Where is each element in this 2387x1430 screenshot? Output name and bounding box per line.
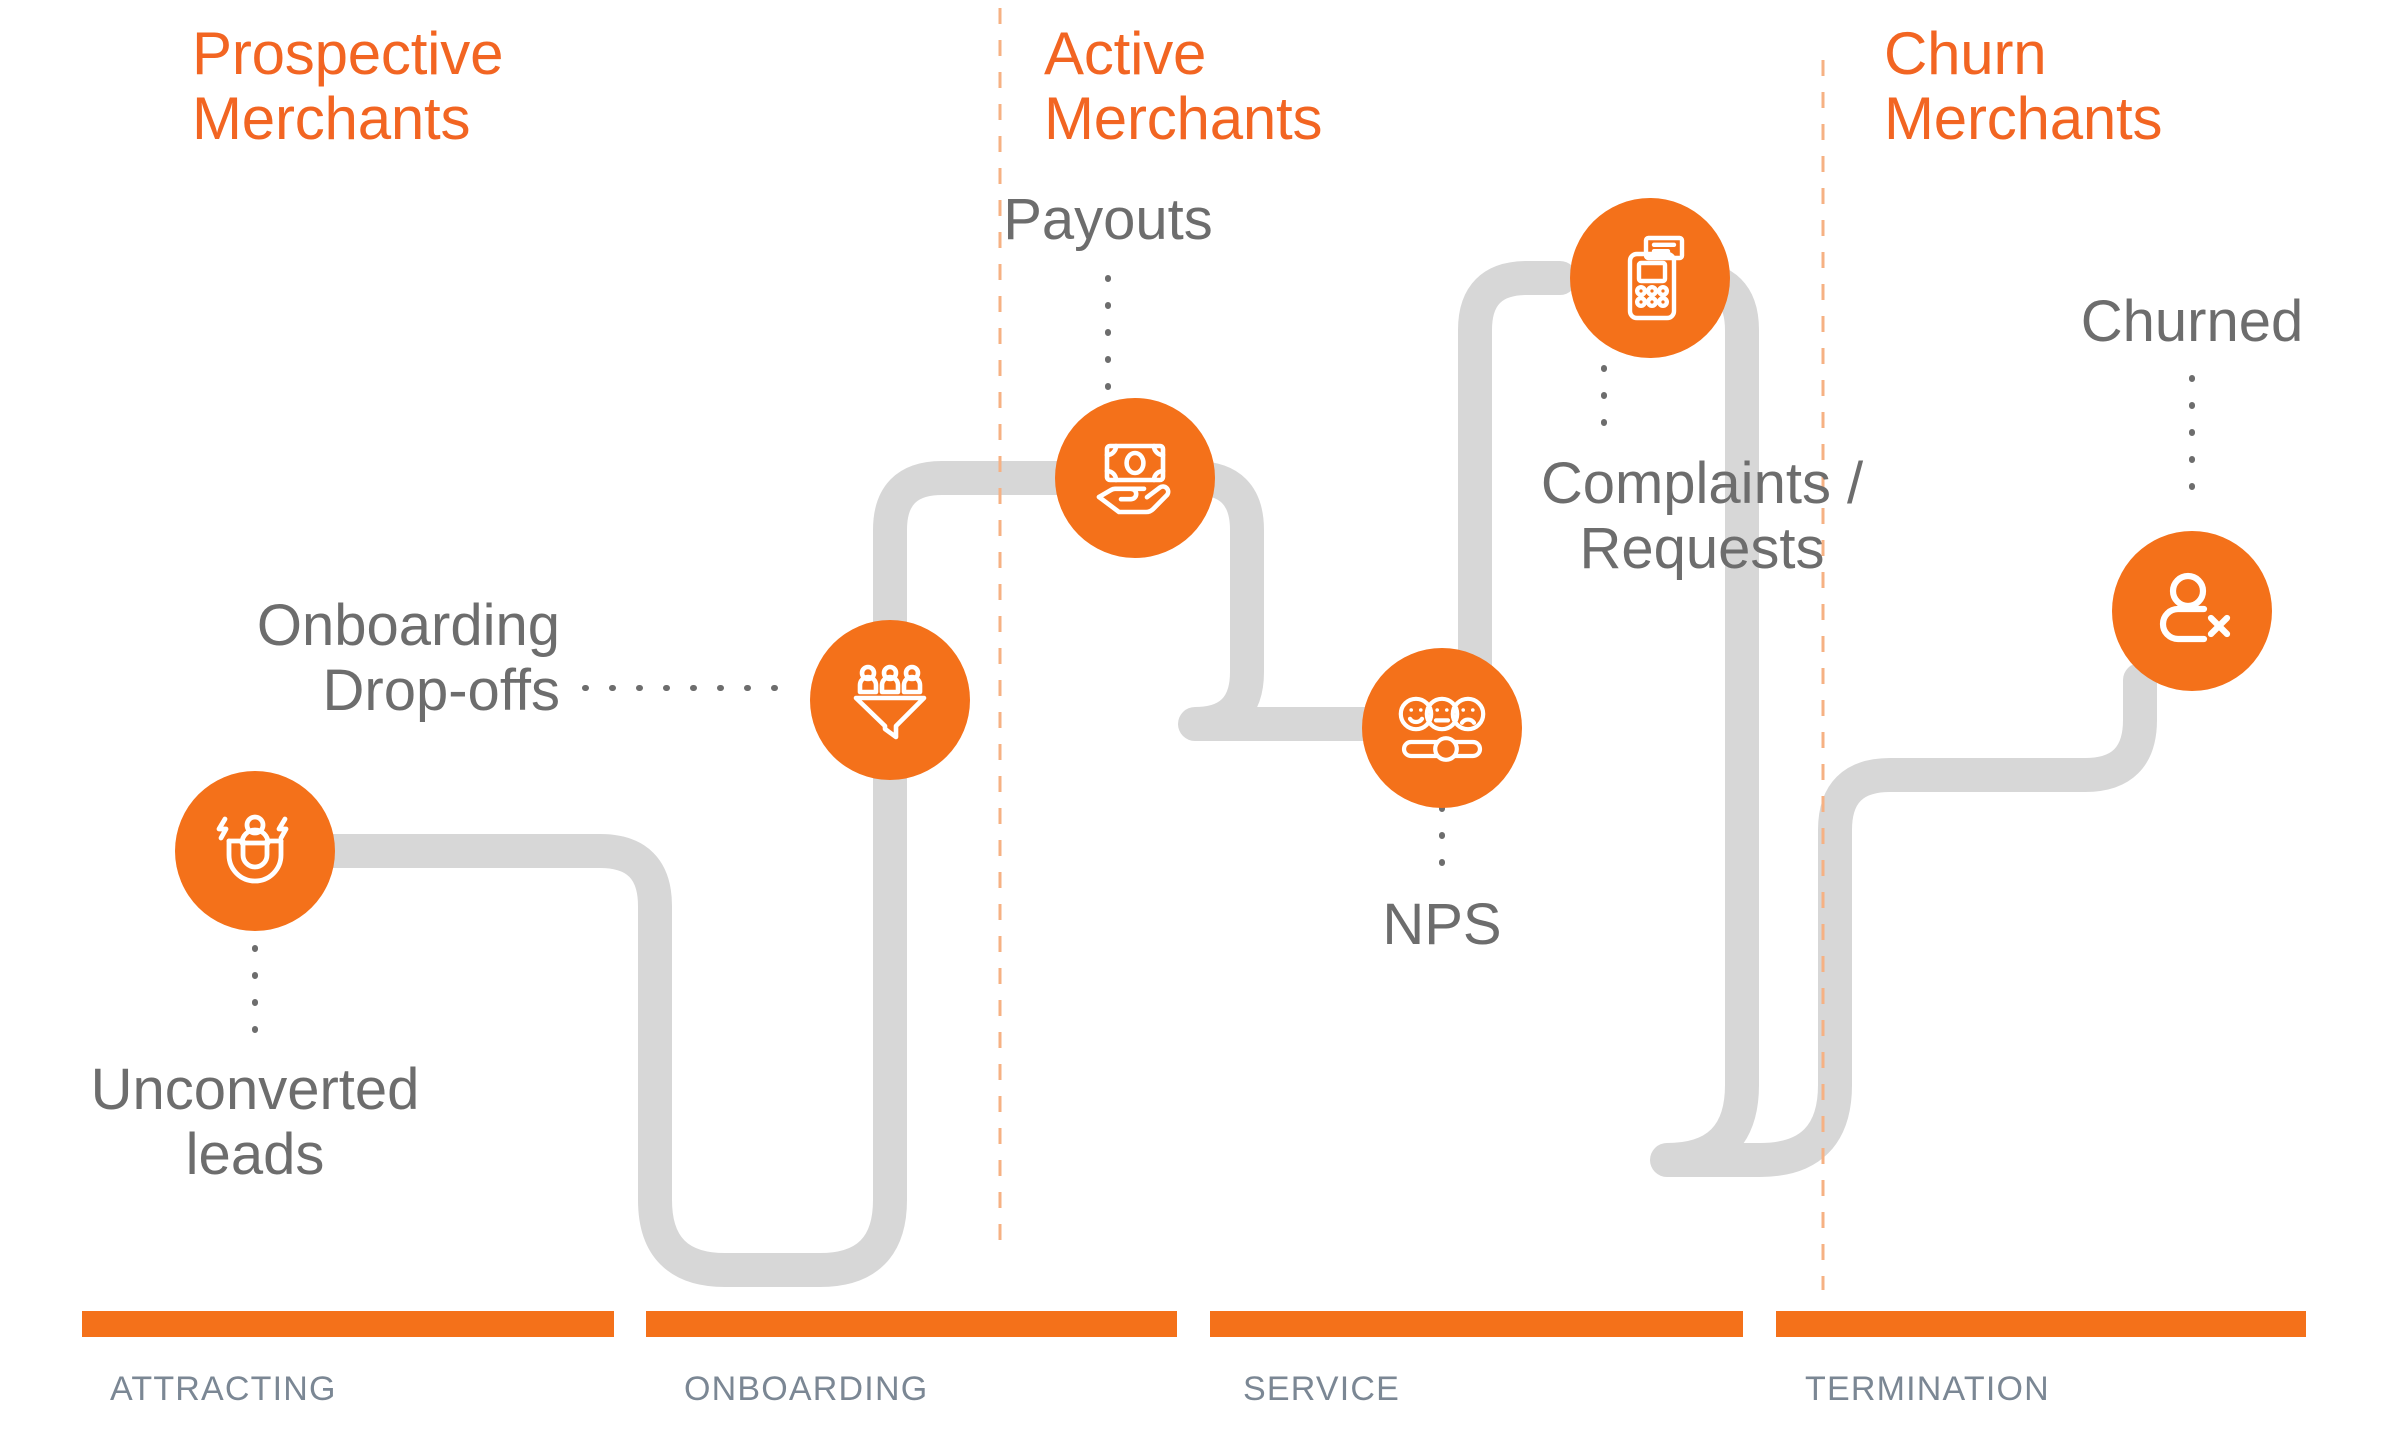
stage-bar-termination bbox=[1776, 1311, 2306, 1337]
segment-header-prospective: Prospective Merchants bbox=[192, 20, 504, 152]
node-label-unconverted-leads: Unconverted leads bbox=[90, 1057, 420, 1187]
stage-bar-group bbox=[82, 1311, 2306, 1337]
stage-bar-onboarding bbox=[646, 1311, 1177, 1337]
stage-label-onboarding: ONBOARDING bbox=[684, 1370, 929, 1408]
node-label-onboarding-drop-offs: Onboarding Drop-offs bbox=[256, 593, 560, 723]
journey-ribbon bbox=[238, 261, 2157, 1287]
satisfaction-rating-icon bbox=[1394, 680, 1490, 776]
node-nps[interactable] bbox=[1362, 648, 1522, 808]
segment-header-churn: Churn Merchants bbox=[1884, 20, 2163, 152]
stage-label-termination: TERMINATION bbox=[1805, 1370, 2050, 1408]
stage-label-service: SERVICE bbox=[1243, 1370, 1401, 1408]
node-label-nps: NPS bbox=[1382, 892, 1502, 957]
node-payouts[interactable] bbox=[1055, 398, 1215, 558]
node-unconverted-leads[interactable] bbox=[175, 771, 335, 931]
label-connector-group bbox=[252, 275, 2195, 1035]
node-complaints-requests[interactable] bbox=[1570, 198, 1730, 358]
stage-bar-service bbox=[1210, 1311, 1743, 1337]
node-label-complaints-requests: Complaints / Requests bbox=[1540, 451, 1864, 581]
hand-money-icon bbox=[1087, 430, 1183, 526]
user-remove-icon bbox=[2144, 563, 2240, 659]
node-label-payouts: Payouts bbox=[1003, 187, 1213, 252]
funnel-people-icon bbox=[842, 652, 938, 748]
segment-header-active: Active Merchants bbox=[1044, 20, 1323, 152]
stage-label-attracting: ATTRACTING bbox=[110, 1370, 337, 1408]
node-churned[interactable] bbox=[2112, 531, 2272, 691]
node-onboarding-drop-offs[interactable] bbox=[810, 620, 970, 780]
pos-terminal-icon bbox=[1602, 230, 1698, 326]
node-label-churned: Churned bbox=[2080, 289, 2304, 354]
stage-bar-attracting bbox=[82, 1311, 614, 1337]
segment-divider-group bbox=[998, 8, 1825, 1290]
magnet-attract-icon bbox=[207, 803, 303, 899]
